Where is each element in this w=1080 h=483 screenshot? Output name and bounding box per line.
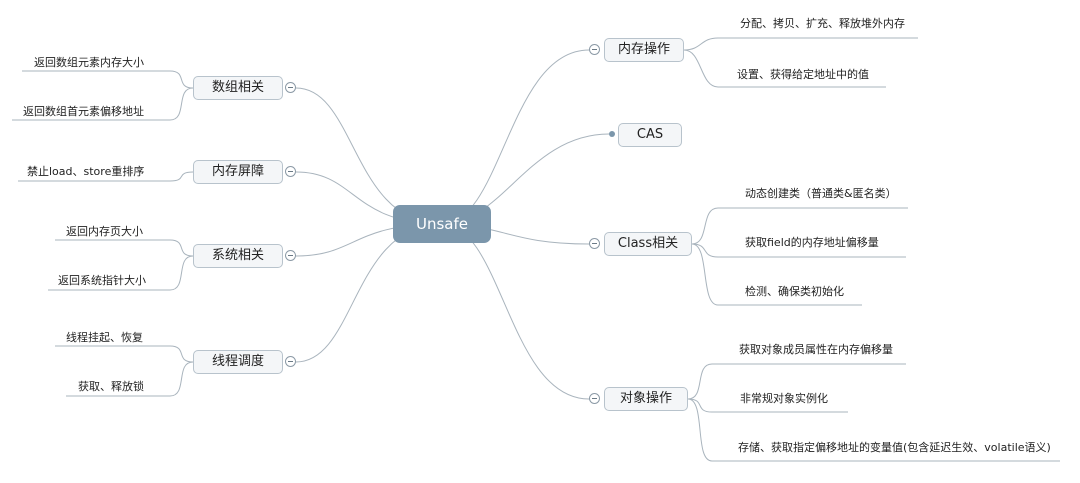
collapse-icon[interactable] xyxy=(285,82,296,93)
collapse-icon[interactable] xyxy=(285,250,296,261)
branch-to-leaf-line xyxy=(687,398,713,462)
collapse-icon[interactable] xyxy=(589,44,600,55)
leaf-lock: 获取、释放锁 xyxy=(78,380,144,393)
root-node-unsafe[interactable]: Unsafe xyxy=(393,205,491,243)
branch-cas[interactable]: CAS xyxy=(618,123,682,147)
branch-to-leaf-line xyxy=(169,70,194,89)
branch-to-leaf-line xyxy=(687,398,713,413)
branch-to-leaf-line xyxy=(169,239,194,257)
branch-to-leaf-line xyxy=(683,37,719,51)
leaf-put-get-volatile: 存储、获取指定偏移地址的变量值(包含延迟生效、volatile语义) xyxy=(738,441,1051,454)
leaf-allocate-instance: 非常规对象实例化 xyxy=(740,392,828,405)
leaf-address-value: 设置、获得给定地址中的值 xyxy=(737,68,869,81)
branch-to-leaf-line xyxy=(169,361,194,397)
collapse-icon[interactable] xyxy=(285,166,296,177)
collapse-icon[interactable] xyxy=(589,238,600,249)
leaf-page-size: 返回内存页大小 xyxy=(66,225,143,238)
branch-thread-scheduling[interactable]: 线程调度 xyxy=(193,350,283,374)
leaf-park-unpark: 线程挂起、恢复 xyxy=(66,331,143,344)
branch-memory-barrier[interactable]: 内存屏障 xyxy=(193,160,283,184)
leaf-array-element-size: 返回数组元素内存大小 xyxy=(34,56,144,69)
branch-to-leaf-line xyxy=(169,171,194,182)
branch-system[interactable]: 系统相关 xyxy=(193,244,283,268)
leaf-define-class: 动态创建类（普通类&匿名类） xyxy=(745,187,897,200)
root-to-right-branch-line xyxy=(441,49,590,225)
branch-to-leaf-line xyxy=(169,255,194,291)
branch-to-leaf-line xyxy=(169,345,194,363)
branch-memory-ops[interactable]: 内存操作 xyxy=(604,38,684,62)
leaf-array-base-offset: 返回数组首元素偏移地址 xyxy=(23,105,144,118)
root-to-left-branch-line xyxy=(295,223,443,363)
branch-to-leaf-line xyxy=(683,49,719,88)
branch-to-leaf-line xyxy=(691,207,719,245)
branch-array[interactable]: 数组相关 xyxy=(193,76,283,100)
leaf-no-reordering: 禁止load、store重排序 xyxy=(27,165,145,178)
leaf-pointer-size: 返回系统指针大小 xyxy=(58,274,146,287)
branch-to-leaf-line xyxy=(169,87,194,121)
collapse-icon[interactable] xyxy=(285,356,296,367)
branch-object-ops[interactable]: 对象操作 xyxy=(604,387,688,411)
root-to-left-branch-line xyxy=(295,87,443,225)
collapse-icon[interactable] xyxy=(589,393,600,404)
branch-to-leaf-line xyxy=(687,363,713,400)
branch-class[interactable]: Class相关 xyxy=(604,232,692,256)
branch-to-leaf-line xyxy=(691,243,719,306)
leaf-field-offset: 获取field的内存地址偏移量 xyxy=(745,236,879,249)
leaf-field-offset-memory: 获取对象成员属性在内存偏移量 xyxy=(739,343,893,356)
leaf-ensure-init: 检测、确保类初始化 xyxy=(745,285,844,298)
root-to-right-branch-line xyxy=(441,223,590,400)
leaf-offheap-memory: 分配、拷贝、扩充、释放堆外内存 xyxy=(740,17,905,30)
branch-to-leaf-line xyxy=(691,243,719,258)
connector-dot xyxy=(609,131,615,137)
